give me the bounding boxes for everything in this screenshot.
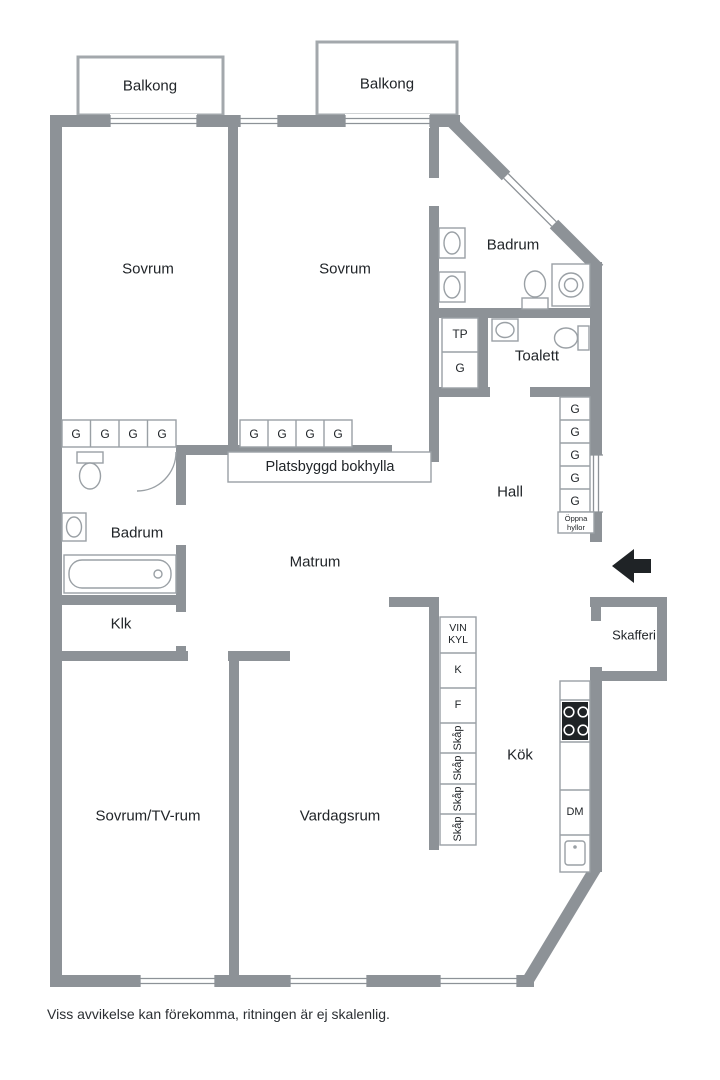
bathtub-icon — [63, 554, 177, 594]
wardrobe-label-g: G — [100, 427, 110, 441]
appliance-label-dm: DM — [566, 806, 584, 818]
disclaimer-text: Viss avvikelse kan förekomma, ritningen … — [47, 1006, 390, 1022]
entrance-arrow-icon — [612, 549, 651, 583]
kitchen-sink-icon — [564, 840, 586, 866]
appliance-label-f: F — [454, 699, 462, 711]
room-label-sovrum-top-middle: Sovrum — [319, 260, 371, 278]
room-label-badrum-left: Badrum — [110, 524, 164, 542]
sink-icon — [438, 271, 466, 303]
wardrobe-label-g: G — [249, 427, 259, 441]
wardrobe-label-g: G — [570, 471, 580, 485]
appliance-label-vin: VIN — [449, 621, 467, 634]
washing-machine-icon — [551, 263, 591, 307]
shelf-label-line2: hyllor — [567, 523, 585, 532]
appliance-label-k: K — [454, 664, 462, 676]
shelf-label-line1: Öppna — [564, 514, 588, 523]
balcony-right-outline — [315, 40, 459, 117]
toilet-icon — [553, 325, 590, 351]
sink-icon — [491, 318, 519, 342]
shelf-label-oppna-hyllor: Öppna hyllor — [565, 514, 588, 532]
wardrobe-label-g: G — [570, 494, 580, 508]
wardrobe-label-g: G — [570, 402, 580, 416]
toilet-icon — [76, 451, 104, 490]
wardrobe-label-g: G — [128, 427, 138, 441]
room-label-kok: Kök — [507, 746, 533, 764]
room-label-hall: Hall — [497, 483, 523, 501]
kitchen-fixtures — [562, 702, 589, 866]
interior-walls — [50, 115, 595, 981]
windows — [109, 114, 603, 988]
wardrobe-label-g: G — [570, 448, 580, 462]
cabinet-label-skap: Skåp — [452, 755, 464, 781]
appliance-label-kyl: KYL — [448, 634, 468, 646]
room-label-vardagsrum: Vardagsrum — [299, 807, 381, 825]
toilet-icon — [521, 270, 549, 310]
cabinet-label-skap: Skåp — [452, 725, 464, 751]
room-label-sovrum-tv: Sovrum/TV-rum — [95, 807, 201, 825]
sink-icon — [438, 227, 466, 259]
wardrobe-label-g: G — [333, 427, 343, 441]
room-label-sovrum-top-left: Sovrum — [122, 260, 174, 278]
balcony-label-left: Balkong — [122, 77, 178, 95]
bookshelf-label: Platsbyggd bokhylla — [265, 459, 395, 475]
wardrobe-label-g: G — [570, 425, 580, 439]
sink-icon — [61, 512, 87, 542]
wardrobe-label-g: G — [305, 427, 315, 441]
balcony-label-right: Balkong — [359, 75, 415, 93]
room-label-klk: Klk — [110, 615, 132, 633]
room-label-toalett: Toalett — [514, 347, 560, 365]
closet-label-tp: TP — [452, 327, 468, 341]
bathroom-fixtures — [61, 227, 591, 594]
cabinet-label-skap: Skåp — [452, 786, 464, 812]
wardrobe-label-g: G — [277, 427, 287, 441]
wardrobe-label-g: G — [455, 361, 465, 375]
cabinet-label-skap: Skåp — [452, 816, 464, 842]
balcony-left-outline — [76, 55, 225, 117]
wardrobe-label-g: G — [157, 427, 167, 441]
appliance-label-vinkyl: VIN KYL — [448, 622, 468, 646]
stove-icon — [562, 702, 589, 740]
shower-icon — [136, 451, 177, 492]
closet-outlines — [61, 317, 595, 873]
room-label-badrum-top: Badrum — [486, 236, 540, 254]
room-label-matrum: Matrum — [289, 553, 341, 571]
room-label-skafferi: Skafferi — [612, 627, 656, 643]
wardrobe-label-g: G — [71, 427, 81, 441]
